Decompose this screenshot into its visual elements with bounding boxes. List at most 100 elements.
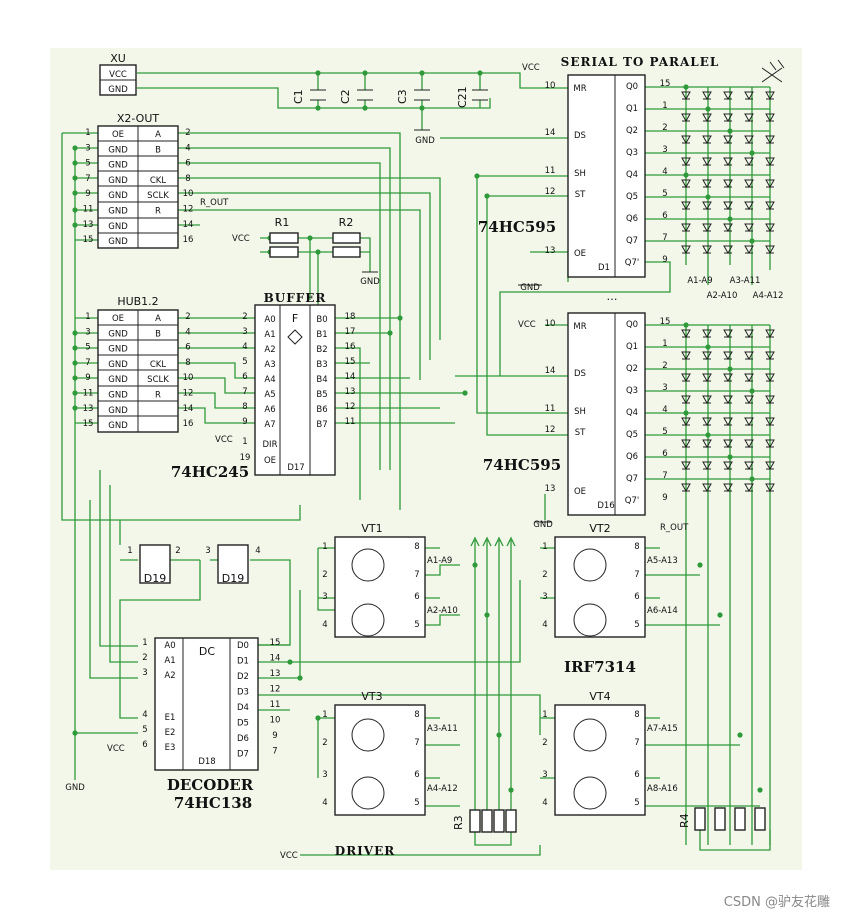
b245-pin-left: A2 bbox=[264, 345, 275, 355]
s595a-pin-right: Q7' bbox=[625, 258, 639, 268]
inv-pin: 2 bbox=[175, 546, 180, 556]
vt1-output-1: A1-A9 bbox=[427, 556, 452, 566]
watermark: CSDN @驴友花雕 bbox=[723, 895, 830, 910]
b245-pin-right: B4 bbox=[316, 375, 327, 385]
led-diode bbox=[723, 223, 733, 233]
s595b-pin-right: Q2 bbox=[626, 364, 638, 374]
s595a-num-right: 2 bbox=[662, 123, 667, 133]
s595b-num-right: 5 bbox=[662, 427, 667, 437]
led-diode bbox=[681, 329, 691, 339]
led-diode bbox=[744, 113, 754, 123]
b245-num-left: 3 bbox=[242, 327, 247, 337]
s595a-num-left: 14 bbox=[545, 128, 556, 138]
b245-pin-right: B2 bbox=[316, 345, 327, 355]
s595b-pin-right: Q4 bbox=[626, 408, 638, 418]
ref-d18: D18 bbox=[198, 757, 215, 767]
dec-pin-right: D2 bbox=[237, 672, 249, 682]
dec-num-right: 7 bbox=[272, 747, 277, 757]
b245-num-right: 11 bbox=[345, 417, 356, 427]
x2out-num-left: 1 bbox=[85, 128, 90, 138]
led-diode bbox=[681, 157, 691, 167]
vt4-pin-left: 2 bbox=[542, 738, 547, 748]
r4-array bbox=[694, 807, 766, 831]
s595a-pin-right: Q3 bbox=[626, 148, 638, 158]
led-diode bbox=[723, 483, 733, 493]
hub-connector bbox=[97, 309, 179, 433]
s595a-pin-right: Q5 bbox=[626, 192, 638, 202]
row-label: A2-A10 bbox=[707, 291, 738, 301]
led-diode bbox=[681, 351, 691, 361]
vt4-pin-left: 3 bbox=[542, 770, 547, 780]
x2out-pin-right: A bbox=[155, 130, 161, 140]
gnd-label-res: GND bbox=[360, 277, 380, 287]
driver-arrows bbox=[470, 536, 516, 547]
s595a-pin-right: Q6 bbox=[626, 214, 638, 224]
led-diode bbox=[744, 223, 754, 233]
vt3-pin-left: 4 bbox=[322, 798, 327, 808]
hub-pin-left: GND bbox=[108, 329, 128, 339]
hub-num-left: 15 bbox=[83, 419, 94, 429]
hub-num-left: 1 bbox=[85, 312, 90, 322]
inverter-2 bbox=[217, 544, 249, 584]
vt2-pin-left: 4 bbox=[542, 620, 547, 630]
ref-d16: D16 bbox=[597, 501, 614, 511]
hub-pin-left: GND bbox=[108, 375, 128, 385]
dec-pin-right: D3 bbox=[237, 688, 249, 698]
capacitors bbox=[310, 89, 488, 131]
vt1-pin-right: 8 bbox=[414, 542, 419, 552]
ref-f: F bbox=[292, 312, 298, 325]
x2out-pin-right: CKL bbox=[150, 176, 167, 186]
s595b-num-right: 2 bbox=[662, 361, 667, 371]
serial-title: SERIAL TO PARALEL bbox=[561, 55, 720, 69]
hub-num-right: 2 bbox=[185, 312, 190, 322]
b245-num-left: 2 bbox=[242, 312, 247, 322]
led-diode bbox=[744, 201, 754, 211]
b245-pin-left: A3 bbox=[264, 360, 275, 370]
driver-title: DRIVER bbox=[335, 844, 395, 858]
s595b-num-right: 1 bbox=[662, 339, 667, 349]
led-diode bbox=[765, 483, 775, 493]
wiring bbox=[61, 72, 771, 856]
led-diode bbox=[702, 395, 712, 405]
led-diode bbox=[744, 417, 754, 427]
s595a-pin-right: Q4 bbox=[626, 170, 638, 180]
hub-num-right: 8 bbox=[185, 358, 190, 368]
vt3-output-1: A3-A11 bbox=[427, 724, 458, 734]
led-diode bbox=[744, 461, 754, 471]
x2out-pin-left: GND bbox=[108, 207, 128, 217]
vt4-pin-left: 4 bbox=[542, 798, 547, 808]
dec-pin-right: D1 bbox=[237, 657, 249, 667]
s595b-num-left: 10 bbox=[545, 319, 556, 329]
dec-pin-left: E3 bbox=[165, 743, 176, 753]
vcc-label-595b: VCC bbox=[518, 320, 536, 330]
vt1-pin-right: 7 bbox=[414, 570, 419, 580]
led-diode bbox=[681, 395, 691, 405]
x2out-num-left: 13 bbox=[83, 220, 94, 230]
vt4-pin-right: 5 bbox=[634, 798, 639, 808]
b245-pin-right: B7 bbox=[316, 420, 327, 430]
s595b-pin-right: Q7 bbox=[626, 474, 638, 484]
dec-pin-right: D5 bbox=[237, 719, 249, 729]
b245-pin-left: OE bbox=[264, 456, 276, 466]
led-diode bbox=[681, 373, 691, 383]
s595a-pin-left: SH bbox=[574, 169, 586, 179]
led-diode bbox=[765, 417, 775, 427]
led-diode bbox=[765, 179, 775, 189]
x2out-title: X2-OUT bbox=[117, 112, 160, 125]
b245-pin-right: B1 bbox=[316, 330, 327, 340]
ref-c1: C1 bbox=[292, 89, 305, 104]
s595b-num-right: 15 bbox=[660, 317, 671, 327]
s595b-num-right: 3 bbox=[662, 383, 667, 393]
x2out-connector bbox=[97, 125, 179, 249]
r2-resistor bbox=[332, 232, 361, 244]
dec-pin-right: D6 bbox=[237, 734, 249, 744]
ref-c3: C3 bbox=[396, 89, 409, 104]
b245-num-left: 7 bbox=[242, 387, 247, 397]
dec-num-right: 14 bbox=[270, 654, 281, 664]
led-diode bbox=[702, 179, 712, 189]
vcc-label-res: VCC bbox=[232, 234, 250, 244]
inv-pin: 4 bbox=[255, 546, 260, 556]
vt3-pin-right: 6 bbox=[414, 770, 419, 780]
x2out-num-left: 15 bbox=[83, 235, 94, 245]
